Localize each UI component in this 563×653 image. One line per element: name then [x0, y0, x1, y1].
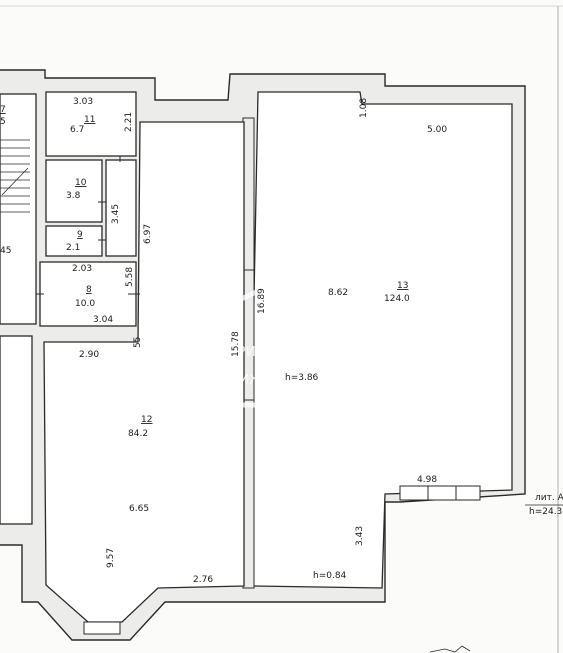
left-top-area: 5 [0, 117, 6, 127]
room-8-width: 3.04 [93, 315, 113, 325]
room-11-width: 3.03 [73, 97, 93, 107]
room-13-dim-corner: 1.08 [359, 98, 369, 118]
height-low-label: h=0.84 [313, 571, 347, 581]
left-lower-block [0, 335, 33, 525]
room-12-dim-top: 2.90 [79, 350, 99, 360]
room-9 [45, 225, 103, 257]
left-top-number: 7 [0, 105, 6, 115]
room-8-number: 8 [86, 285, 92, 295]
height-abs-label: h=24.37 [529, 507, 563, 517]
room-8 [39, 261, 137, 327]
margin-mark [429, 645, 471, 653]
room-12-dim-left: 9.57 [106, 548, 116, 568]
room-12-dim-bottom: 2.76 [193, 575, 213, 585]
room-9-number: 9 [77, 230, 83, 240]
room-13-area: 124.0 [384, 294, 410, 304]
room-11-area: 6.7 [70, 125, 84, 135]
height-main-label: h=3.86 [285, 373, 319, 383]
left-mid-label: 45 [0, 246, 11, 256]
watermark-logo [173, 285, 362, 408]
room-10-depth: 3.45 [111, 204, 121, 224]
room-12-number: 12 [141, 415, 152, 425]
room-10-number: 10 [75, 178, 87, 188]
openings [36, 156, 481, 635]
room-10-area: 3.8 [66, 191, 81, 201]
room-13-dim-side: 16.89 [257, 288, 267, 314]
lit-label: лит. А [535, 493, 563, 503]
room-10 [45, 159, 103, 223]
room-12-dim-small: 55 [133, 337, 143, 348]
corridor [105, 159, 137, 257]
room-9-area: 2.1 [66, 243, 80, 253]
stair-steps [0, 139, 30, 213]
room-8-depth: 5.58 [125, 267, 135, 287]
room-12-dim-side: 6.97 [143, 224, 153, 244]
outer-wall-outline [0, 69, 526, 641]
watermark-line2: НЕДВИЖИМОСТИ [200, 373, 325, 388]
room-13-dim-mid: 8.62 [328, 288, 348, 298]
room-12-dim-mid: 6.65 [129, 504, 149, 514]
room-11 [45, 91, 137, 157]
room-13-dim-bottom: 4.98 [417, 475, 437, 485]
room-13-dim-top: 5.00 [427, 125, 447, 135]
room-12-area: 84.2 [128, 429, 148, 439]
stair-block [0, 93, 37, 325]
room-11-number: 11 [84, 115, 95, 125]
room-13-dim-notch: 3.43 [355, 526, 365, 546]
room-11-depth: 2.21 [124, 112, 134, 132]
room-13-number: 13 [397, 281, 408, 291]
room-13-dim-left: 15.78 [231, 331, 241, 357]
room-8-area: 10.0 [75, 299, 95, 309]
room-9-width: 2.03 [72, 264, 92, 274]
watermark-line1: ТЕРРИТОРИЯ [211, 345, 303, 360]
